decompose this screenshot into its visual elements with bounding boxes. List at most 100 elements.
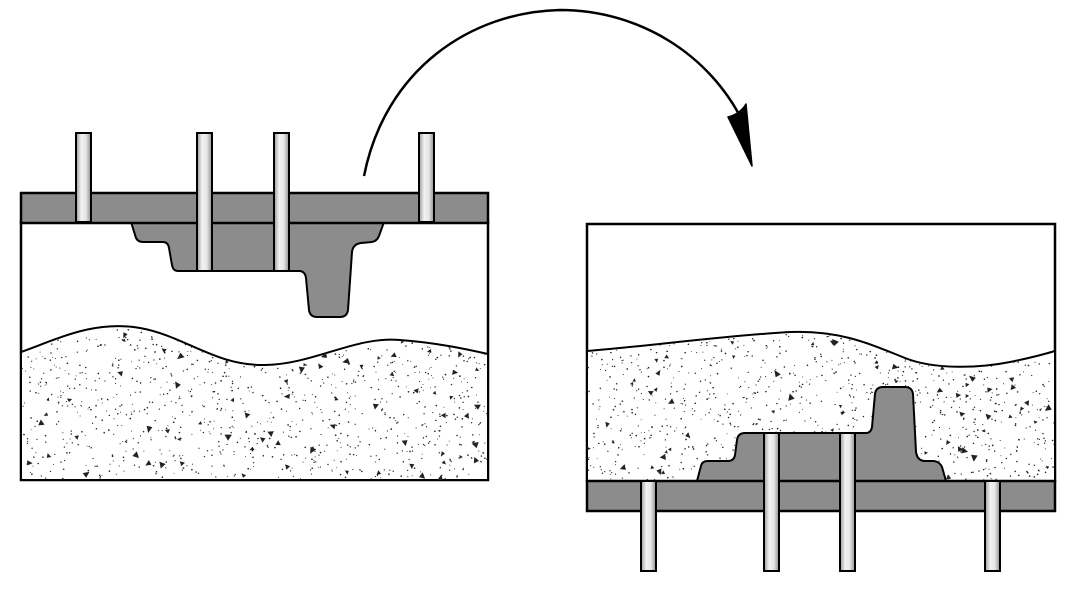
sand-dot <box>331 392 333 394</box>
sand-grit <box>419 472 426 479</box>
sand-dot <box>681 358 683 360</box>
sand-dot <box>1017 361 1019 363</box>
sand-dot <box>983 384 985 386</box>
sand-dot <box>998 403 1000 406</box>
sand-dot <box>1032 392 1034 394</box>
sand-dot <box>129 417 132 420</box>
sand-dot <box>466 360 468 363</box>
sand-dot <box>478 450 480 452</box>
sand-grit <box>655 369 661 376</box>
sand-dot <box>642 398 644 401</box>
sand-dot <box>383 469 385 471</box>
sand-dot <box>147 361 150 364</box>
sand-dot <box>450 350 452 352</box>
sand-dot <box>458 394 461 397</box>
sand-dot <box>834 403 836 406</box>
sand-dot <box>477 401 479 403</box>
sand-dot <box>867 398 870 400</box>
sand-dot <box>1036 473 1039 476</box>
sand-dot <box>800 386 803 388</box>
sand-dot <box>165 365 167 368</box>
sand-grit <box>241 473 247 478</box>
sand-dot <box>700 344 702 347</box>
sand-dot <box>274 446 276 449</box>
sand-dot <box>853 360 856 363</box>
sand-dot <box>952 379 955 381</box>
sand-dot <box>30 366 32 368</box>
sand-dot <box>713 392 715 395</box>
sand-dot <box>724 352 727 355</box>
sand-dot <box>116 329 119 331</box>
sand-dot <box>636 390 638 392</box>
sand-dot <box>850 374 852 376</box>
sand-dot <box>120 385 121 387</box>
sand-dot <box>614 473 617 475</box>
sand-dot <box>79 372 81 374</box>
sand-dot <box>92 457 94 460</box>
sand-dot <box>1004 447 1006 449</box>
sand-dot <box>919 392 921 394</box>
sand-grit <box>668 398 675 404</box>
sand-dot <box>778 398 780 400</box>
sand-dot <box>471 418 473 420</box>
sand-dot <box>97 345 99 348</box>
sand-dot <box>62 438 64 440</box>
sand-dot <box>29 376 31 379</box>
sand-dot <box>429 346 431 348</box>
sand-grit <box>473 456 480 464</box>
sand-dot <box>203 422 205 423</box>
sand-dot <box>974 418 976 421</box>
sand-dot <box>299 430 301 433</box>
sand-dot <box>862 415 865 418</box>
sand-dot <box>357 374 359 377</box>
sand-dot <box>694 410 696 412</box>
sand-dot <box>311 412 313 414</box>
sand-dot <box>385 378 387 380</box>
sand-dot <box>957 437 960 439</box>
sand-dot <box>352 468 354 471</box>
sand-dot <box>809 402 811 404</box>
sand-dot <box>97 372 100 375</box>
sand-dot <box>35 358 37 360</box>
sand-dot <box>684 447 686 450</box>
sand-grit <box>359 364 364 370</box>
sand-dot <box>291 393 293 395</box>
sand-dot <box>604 471 606 473</box>
sand-grit <box>1045 465 1050 470</box>
sand-grit <box>830 340 836 346</box>
sand-dot <box>981 444 983 446</box>
sand-dot <box>960 451 962 453</box>
sand-dot <box>328 418 331 421</box>
sand-dot <box>994 402 997 405</box>
sand-grit <box>224 434 232 441</box>
sand-grit <box>409 463 415 469</box>
sand-dot <box>687 343 690 346</box>
sand-grit <box>161 348 167 353</box>
sand-dot <box>990 438 992 440</box>
flip-arrow-head <box>727 103 753 167</box>
sand-dot <box>354 395 356 397</box>
sand-dot <box>264 399 267 402</box>
sand-dot <box>882 382 885 385</box>
sand-dot <box>374 398 376 401</box>
sand-dot <box>979 409 982 412</box>
sand-grit <box>46 453 52 458</box>
sand-dot <box>270 421 272 423</box>
sand-dot <box>462 355 465 357</box>
sand-dot <box>847 379 850 381</box>
sand-dot <box>331 469 333 471</box>
sand-dot <box>602 441 604 443</box>
sand-dot <box>726 411 728 413</box>
sand-dot <box>962 418 965 420</box>
sand-dot <box>202 431 205 434</box>
sand-dot <box>316 406 318 408</box>
sand-dot <box>161 476 164 478</box>
sand-dot <box>640 432 642 434</box>
sand-dot <box>106 398 109 401</box>
sand-dot <box>90 447 92 449</box>
sand-dot <box>1048 362 1051 365</box>
sand-grit <box>283 393 290 399</box>
sand-dot <box>1036 409 1038 411</box>
sand-dot <box>839 387 842 390</box>
